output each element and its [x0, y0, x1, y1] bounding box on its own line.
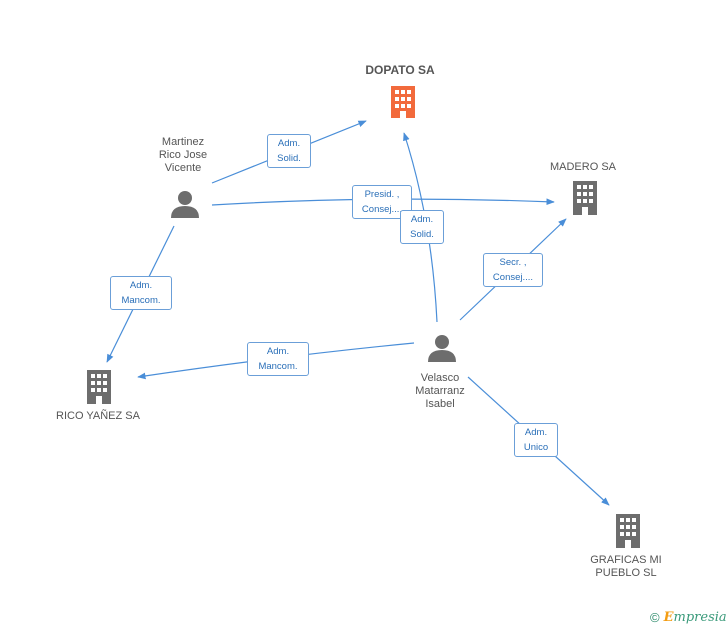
edge-label-martinez-dopato[interactable]: Adm. Solid.	[267, 134, 311, 168]
building-icon-madero[interactable]	[570, 181, 600, 215]
edge-label-velasco-madero[interactable]: Secr. , Consej....	[483, 253, 543, 287]
node-label-dopato[interactable]: DOPATO SA	[365, 63, 435, 77]
building-icon-dopato[interactable]	[388, 86, 418, 118]
building-icon-graficas[interactable]	[613, 514, 643, 548]
empresia-logo[interactable]: © Empresia	[650, 610, 727, 625]
node-label-graficas[interactable]: GRAFICAS MI PUEBLO SL	[590, 554, 662, 579]
node-label-rico-yanez[interactable]: RICO YAÑEZ SA	[56, 410, 140, 422]
edge-label-velasco-dopato[interactable]: Adm. Solid.	[400, 210, 444, 244]
node-label-velasco[interactable]: Velasco Matarranz Isabel	[415, 372, 465, 410]
person-icon-velasco[interactable]	[427, 333, 457, 363]
edge-label-velasco-rico[interactable]: Adm. Mancom.	[247, 342, 309, 376]
person-icon-martinez[interactable]	[170, 189, 200, 219]
building-icon-rico-yanez[interactable]	[84, 370, 114, 404]
edge-label-velasco-graficas[interactable]: Adm. Unico	[514, 423, 558, 457]
copyright-symbol: ©	[650, 610, 660, 625]
brand-name: Empresia	[663, 610, 727, 625]
node-label-martinez[interactable]: Martinez Rico Jose Vicente	[158, 136, 208, 174]
edge-label-martinez-rico[interactable]: Adm. Mancom.	[110, 276, 172, 310]
node-label-madero[interactable]: MADERO SA	[549, 161, 616, 173]
